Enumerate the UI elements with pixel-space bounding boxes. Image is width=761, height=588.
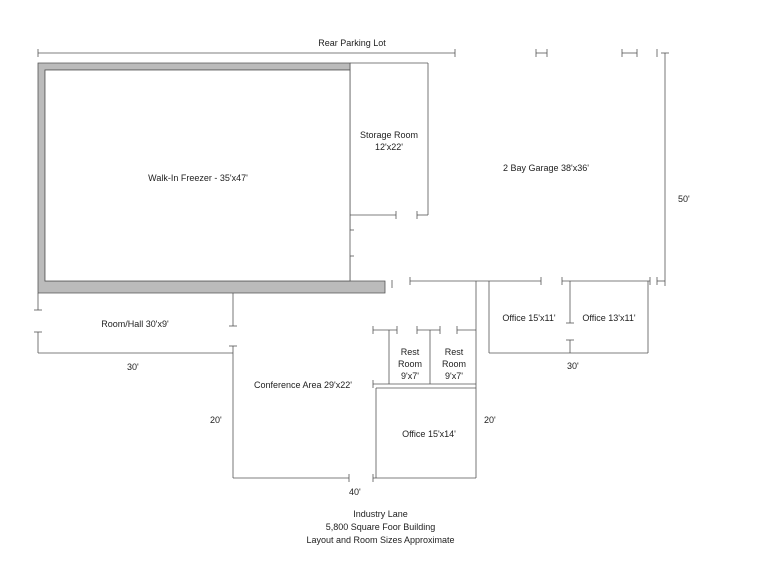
walk-in-freezer bbox=[37, 62, 386, 294]
conference-area-label: Conference Area 29'x22' bbox=[253, 380, 352, 390]
office-1-label: Office 15'x11' bbox=[502, 313, 556, 323]
restroom-2-label: Rest Room 9'x7' bbox=[441, 347, 466, 381]
building-size: 5,800 Square Foor Building bbox=[325, 522, 436, 532]
garage-depth-label: 50' bbox=[678, 194, 690, 204]
front-width-label: 40' bbox=[349, 487, 361, 497]
hall-width-label: 30' bbox=[127, 362, 139, 372]
rear-parking-lot-label: Rear Parking Lot bbox=[318, 38, 386, 48]
offices-width-label: 30' bbox=[567, 361, 579, 371]
approximate-note: Layout and Room Sizes Approximate bbox=[306, 535, 455, 545]
walk-in-freezer-label: Walk-In Freezer - 35'x47' bbox=[148, 173, 248, 183]
storage-room-label: Storage Room 12'x22' bbox=[352, 129, 426, 153]
conference-depth-left-label: 20' bbox=[210, 415, 222, 425]
storage-room-name: Storage Room bbox=[359, 130, 419, 140]
street-name: Industry Lane bbox=[353, 509, 408, 519]
office-2-label: Office 13'x11' bbox=[582, 313, 636, 323]
garage-label: 2 Bay Garage 38'x36' bbox=[503, 163, 589, 173]
storage-room-size: 12'x22' bbox=[375, 142, 403, 152]
footer-notes: Industry Lane 5,800 Square Foor Building… bbox=[0, 508, 761, 547]
conference-depth-right-label: 20' bbox=[484, 415, 496, 425]
hall-label: Room/Hall 30'x9' bbox=[101, 319, 169, 329]
restroom-1-label: Rest Room 9'x7' bbox=[397, 347, 422, 381]
office-3-label: Office 15'x14' bbox=[402, 429, 456, 439]
